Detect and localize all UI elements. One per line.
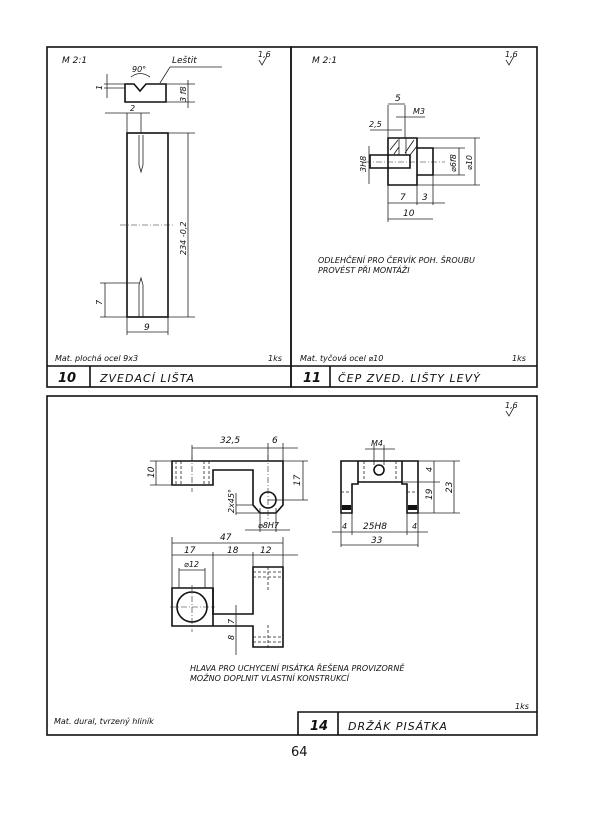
dimension-label: 3H8 xyxy=(359,156,368,172)
polish-note: Leštit xyxy=(172,55,197,66)
note-line: PROVÉST PŘI MONTÁŽI xyxy=(318,264,410,275)
dimension-label: 9 xyxy=(144,323,150,333)
dimension-label: 4 xyxy=(425,467,434,472)
dimension-label: ⌀8H7 xyxy=(258,521,280,530)
part-number: 10 xyxy=(58,371,76,386)
dimension-label: 19 xyxy=(425,488,435,500)
dimension-label: 17 xyxy=(293,474,303,486)
dimension-label: 4 xyxy=(342,522,347,531)
dimension-label: 47 xyxy=(220,533,232,543)
dimension-label: 33 xyxy=(371,536,383,546)
dimension-label: 18 xyxy=(227,546,239,556)
drawing-panel-10: M 2:1 1,6 90° Leštit 1 3 f8 2 234 -0,2 7… xyxy=(46,46,292,388)
dimension-label: ⌀12 xyxy=(184,560,199,569)
cross-section xyxy=(124,83,167,103)
surface-roughness-symbol: 1,6 xyxy=(505,401,518,410)
dimension-label: 2 xyxy=(130,104,135,113)
dimension-label: 8 xyxy=(227,635,236,640)
dimension-label: 7 xyxy=(227,618,236,624)
dimension-label: 23 xyxy=(445,481,455,493)
dimension-label: 1 xyxy=(95,85,104,90)
dimension-label: M4 xyxy=(371,439,383,448)
quantity-label: 1ks xyxy=(515,702,529,711)
quantity-label: 1ks xyxy=(268,354,282,363)
dimension-label: 4 xyxy=(412,522,417,531)
note-line: HLAVA PRO UCHYCENÍ PISÁTKA ŘEŠENA PROVIZ… xyxy=(190,662,405,673)
dimension-label: 10 xyxy=(147,466,157,478)
panel-frame xyxy=(290,46,538,388)
dimension-label: 10 xyxy=(403,209,415,219)
panel-frame xyxy=(46,395,538,736)
drawing-panel-11: M 2:1 1,6 5 M3 2,5 3H8 ⌀6f8 ⌀10 7 3 10 O… xyxy=(290,46,538,388)
quantity-label: 1ks xyxy=(512,354,526,363)
dimension-label: ⌀6f8 xyxy=(449,154,458,172)
dimension-label: 12 xyxy=(260,546,272,556)
scale-label: M 2:1 xyxy=(312,56,337,66)
part-title: ČEP ZVED. LIŠTY LEVÝ xyxy=(338,372,481,385)
dimension-label: 7 xyxy=(400,193,406,203)
dimension-label: 6 xyxy=(272,436,278,446)
dimension-label: ⌀10 xyxy=(465,155,474,170)
part-title: DRŽÁK PISÁTKA xyxy=(348,720,448,733)
drawing-panel-14: 1,6 32,5 6 10 17 2x45° ⌀8H7 M4 4 19 23 4… xyxy=(46,395,538,736)
dimension-label: 3 xyxy=(422,193,428,203)
dimension-label: M3 xyxy=(413,107,425,116)
note-line: MOŽNO DOPLNIT VLASTNÍ KONSTRUKCÍ xyxy=(190,672,351,683)
surface-roughness-symbol: 1,6 xyxy=(505,50,518,59)
dimension-label: 3 f8 xyxy=(179,86,188,102)
dimension-label: 2,5 xyxy=(369,120,382,129)
dimension-label: 17 xyxy=(184,546,196,556)
part-number: 14 xyxy=(310,719,328,734)
dimension-label: 234 -0,2 xyxy=(179,222,188,255)
surface-roughness-symbol: 1,6 xyxy=(258,50,271,59)
angle-label: 90° xyxy=(132,65,146,74)
material-label: Mat. dural, tvrzený hliník xyxy=(54,717,154,726)
dimension-label: 5 xyxy=(395,94,401,104)
panel-frame xyxy=(46,46,292,388)
dimension-label: 7 xyxy=(95,299,104,305)
material-label: Mat. tyčová ocel ⌀10 xyxy=(300,353,383,363)
note-line: ODLEHČENÍ PRO ČERVÍK POH. ŠROUBU xyxy=(318,254,475,265)
part-title: ZVEDACÍ LIŠTA xyxy=(99,372,195,385)
part-number: 11 xyxy=(303,371,321,386)
dimension-label: 2x45° xyxy=(227,489,236,513)
page-number: 64 xyxy=(291,745,308,760)
material-label: Mat. plochá ocel 9x3 xyxy=(55,354,138,363)
dimension-label: 25H8 xyxy=(363,522,387,532)
scale-label: M 2:1 xyxy=(62,56,87,66)
dimension-label: 32,5 xyxy=(220,436,240,446)
